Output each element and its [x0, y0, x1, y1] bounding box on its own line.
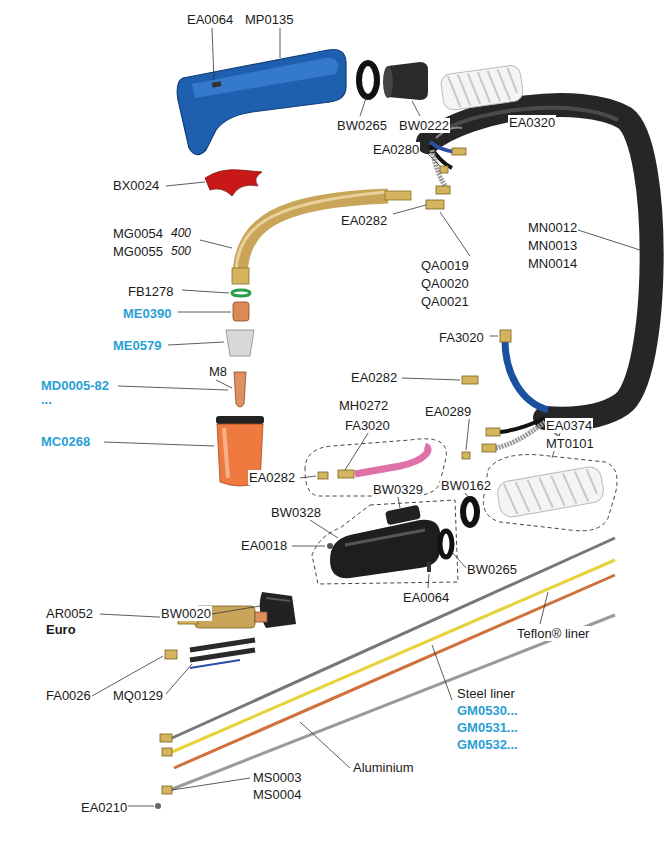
part-label: Euro — [45, 622, 77, 637]
part-label: QA0021 — [420, 294, 470, 309]
part-label: BW0162 — [440, 478, 492, 493]
part-label: ME0579 — [112, 338, 162, 353]
part-label: Steel liner — [456, 686, 516, 701]
part-label: EA0064 — [186, 12, 234, 27]
part-label: BW0020 — [160, 606, 212, 621]
part-label: FB1278 — [127, 284, 175, 299]
part-label: FA3020 — [438, 330, 485, 345]
part-label: 400 — [170, 226, 192, 241]
part-label: EA0280 — [372, 142, 420, 157]
part-label: 500 — [170, 244, 192, 259]
part-label: FA3020 — [344, 418, 391, 433]
part-label: GM0530... — [456, 703, 519, 718]
part-label: EA0374 — [545, 418, 593, 433]
part-label: MS0004 — [252, 787, 302, 802]
part-label: EA0064 — [402, 590, 450, 605]
part-label: QA0019 — [420, 258, 470, 273]
part-label: MS0003 — [252, 770, 302, 785]
part-label: BW0265 — [336, 118, 388, 133]
part-label: AR0052 — [45, 606, 94, 621]
part-label: EA0282 — [248, 470, 296, 485]
part-label: MT0101 — [545, 436, 595, 451]
part-label: MN0013 — [527, 238, 578, 253]
part-label: MC0268 — [40, 434, 91, 449]
part-label: EA0320 — [508, 115, 556, 130]
part-label: MG0055 — [112, 244, 164, 259]
part-label: MH0272 — [338, 398, 389, 413]
part-label: Aluminium — [352, 760, 415, 775]
part-label: MN0012 — [527, 220, 578, 235]
part-label: EA0289 — [424, 404, 472, 419]
part-label: MQ0129 — [112, 688, 164, 703]
part-label: MP0135 — [244, 12, 294, 27]
part-label: EA0282 — [350, 370, 398, 385]
part-label: Teflon® liner — [516, 626, 590, 641]
part-label: GM0531... — [456, 720, 519, 735]
part-label: EA0282 — [340, 213, 388, 228]
part-label: GM0532... — [456, 737, 519, 752]
part-label: ME0390 — [122, 306, 172, 321]
part-label: MD0005-82 — [40, 378, 110, 393]
part-label: EA0018 — [240, 538, 288, 553]
part-label: BW0222 — [398, 118, 450, 133]
part-label: BW0328 — [270, 505, 322, 520]
part-label: MG0054 — [112, 226, 164, 241]
part-label: ... — [40, 392, 53, 407]
part-label: FA0026 — [45, 688, 92, 703]
part-label: M8 — [208, 364, 228, 379]
part-label: BW0329 — [372, 482, 424, 497]
part-label: MN0014 — [527, 256, 578, 271]
part-label: QA0020 — [420, 276, 470, 291]
part-label: EA0210 — [80, 800, 128, 815]
part-label: BW0265 — [466, 562, 518, 577]
part-label: BX0024 — [112, 178, 160, 193]
